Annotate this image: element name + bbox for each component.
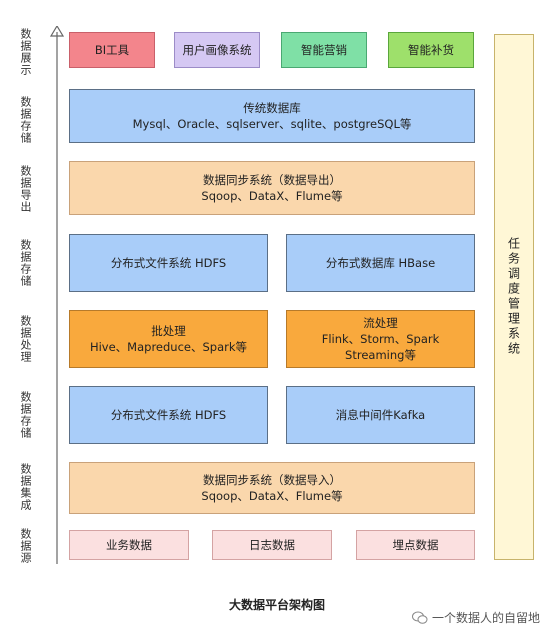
app-smart-marketing-label: 智能营销	[301, 43, 347, 57]
layer-label-display: 数据展示	[19, 28, 32, 76]
task-scheduler-label: 任务调度管理系统	[506, 237, 521, 357]
traditional-database-subtitle: Mysql、Oracle、sqlserver、sqlite、postgreSQL…	[132, 117, 412, 131]
app-bi-tool: BI工具	[69, 32, 155, 68]
source-tracking-data: 埋点数据	[356, 530, 475, 560]
layer-label-storage-bottom: 数据存储	[19, 391, 32, 439]
kafka-label: 消息中间件Kafka	[335, 408, 426, 422]
sync-export-title: 数据同步系统（数据导出）	[203, 173, 341, 187]
layer-label-storage-mid: 数据存储	[19, 239, 32, 287]
layer-label-processing: 数据处理	[19, 315, 32, 363]
layer-label-storage-top: 数据存储	[19, 96, 32, 144]
stream-processing-title: 流处理	[363, 316, 398, 330]
source-log-data-label: 日志数据	[249, 538, 295, 552]
kafka-box: 消息中间件Kafka	[286, 386, 475, 444]
app-smart-replenishment-label: 智能补货	[408, 43, 454, 57]
app-smart-replenishment: 智能补货	[388, 32, 474, 68]
watermark: 一个数据人的自留地	[411, 609, 540, 626]
batch-processing-subtitle: Hive、Mapreduce、Spark等	[89, 340, 248, 354]
source-business-data-label: 业务数据	[106, 538, 152, 552]
source-tracking-data-label: 埋点数据	[392, 538, 439, 552]
hdfs-upper-box: 分布式文件系统 HDFS	[69, 234, 268, 292]
traditional-database-box: 传统数据库 Mysql、Oracle、sqlserver、sqlite、post…	[69, 89, 475, 143]
hdfs-lower-label: 分布式文件系统 HDFS	[110, 408, 227, 422]
sync-export-subtitle: Sqoop、DataX、Flume等	[201, 189, 343, 203]
hbase-label: 分布式数据库 HBase	[325, 256, 436, 270]
watermark-text: 一个数据人的自留地	[431, 611, 540, 625]
app-smart-marketing: 智能营销	[281, 32, 367, 68]
hbase-box: 分布式数据库 HBase	[286, 234, 475, 292]
app-user-profile: 用户画像系统	[174, 32, 260, 68]
wechat-icon	[411, 611, 428, 624]
layer-label-integration: 数据集成	[19, 463, 32, 511]
source-business-data: 业务数据	[69, 530, 189, 560]
upward-flow-arrow	[50, 26, 64, 564]
layer-label-export: 数据导出	[19, 165, 32, 213]
sync-import-box: 数据同步系统（数据导入） Sqoop、DataX、Flume等	[69, 462, 475, 514]
app-bi-tool-label: BI工具	[94, 43, 130, 57]
hdfs-upper-label: 分布式文件系统 HDFS	[110, 256, 227, 270]
sync-import-title: 数据同步系统（数据导入）	[203, 473, 341, 487]
source-log-data: 日志数据	[212, 530, 332, 560]
layer-label-source: 数据源	[19, 528, 32, 564]
stream-processing-box: 流处理 Flink、Storm、Spark Streaming等	[286, 310, 475, 368]
diagram-caption: 大数据平台架构图	[228, 598, 325, 612]
hdfs-lower-box: 分布式文件系统 HDFS	[69, 386, 268, 444]
batch-processing-box: 批处理 Hive、Mapreduce、Spark等	[69, 310, 268, 368]
task-scheduler-box: 任务调度管理系统	[494, 34, 534, 560]
sync-export-box: 数据同步系统（数据导出） Sqoop、DataX、Flume等	[69, 161, 475, 215]
batch-processing-title: 批处理	[151, 324, 186, 338]
traditional-database-title: 传统数据库	[243, 101, 301, 115]
stream-processing-subtitle: Flink、Storm、Spark Streaming等	[321, 332, 440, 362]
app-user-profile-label: 用户画像系统	[182, 43, 252, 57]
sync-import-subtitle: Sqoop、DataX、Flume等	[201, 489, 343, 503]
